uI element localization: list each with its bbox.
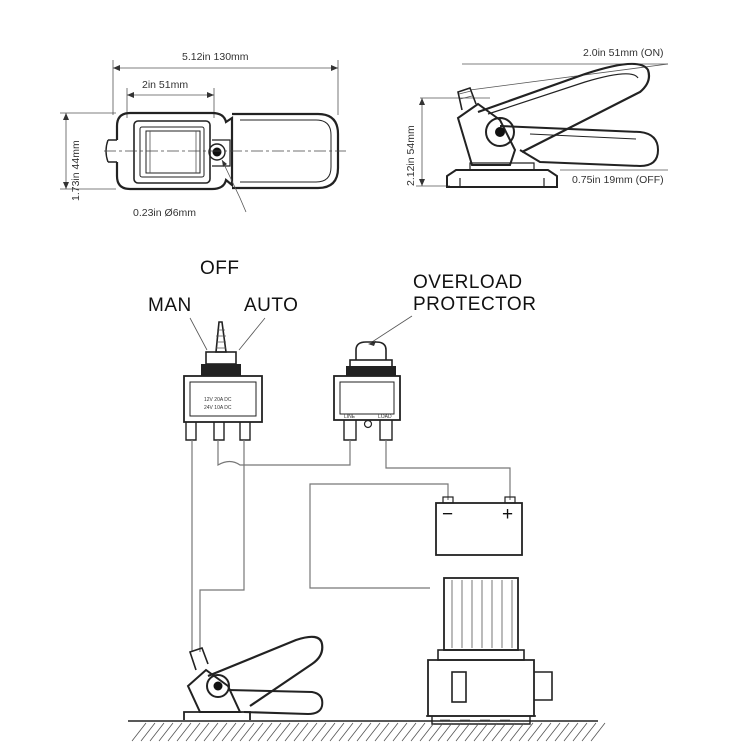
protector-label-line2: PROTECTOR [413, 294, 536, 315]
ground-surface [128, 720, 606, 742]
off-height-label: 0.75in 19mm (OFF) [572, 174, 664, 186]
total-length-label: 5.12in 130mm [182, 51, 249, 63]
body-length-label: 2in 51mm [142, 79, 188, 91]
battery-plus: + [502, 504, 514, 525]
overload-protector: LINE LOAD [333, 341, 401, 441]
battery-minus: − [442, 504, 454, 525]
protector-label-line1: OVERLOAD [413, 272, 523, 293]
hole-diameter-label: 0.23in Ø6mm [133, 207, 196, 219]
side-view-drawing: 2.0in 51mm (ON) 2.12in 54mm 0.75in 19mm … [405, 47, 669, 188]
float-switch-installed [183, 635, 324, 720]
protector-terminal-line: LINE [344, 414, 356, 420]
on-height-label: 2.0in 51mm (ON) [583, 47, 664, 59]
wiring [191, 440, 511, 652]
switch-rating-24v: 24V 10A DC [204, 405, 232, 411]
battery: − + [435, 496, 523, 556]
side-height-label: 2.12in 54mm [405, 125, 417, 186]
switch-man-label: MAN [148, 295, 192, 316]
height-label: 1.73in 44mm [70, 140, 82, 201]
top-view-drawing: 5.12in 130mm 2in 51mm 1.73in 44mm [60, 51, 346, 219]
toggle-switch: 12V 20A DC 24V 10A DC [183, 321, 263, 441]
switch-rating-12v: 12V 20A DC [204, 397, 232, 403]
switch-off-label: OFF [200, 258, 240, 279]
protector-terminal-load: LOAD [378, 414, 392, 420]
bilge-pump [426, 577, 553, 725]
switch-auto-label: AUTO [244, 295, 298, 316]
